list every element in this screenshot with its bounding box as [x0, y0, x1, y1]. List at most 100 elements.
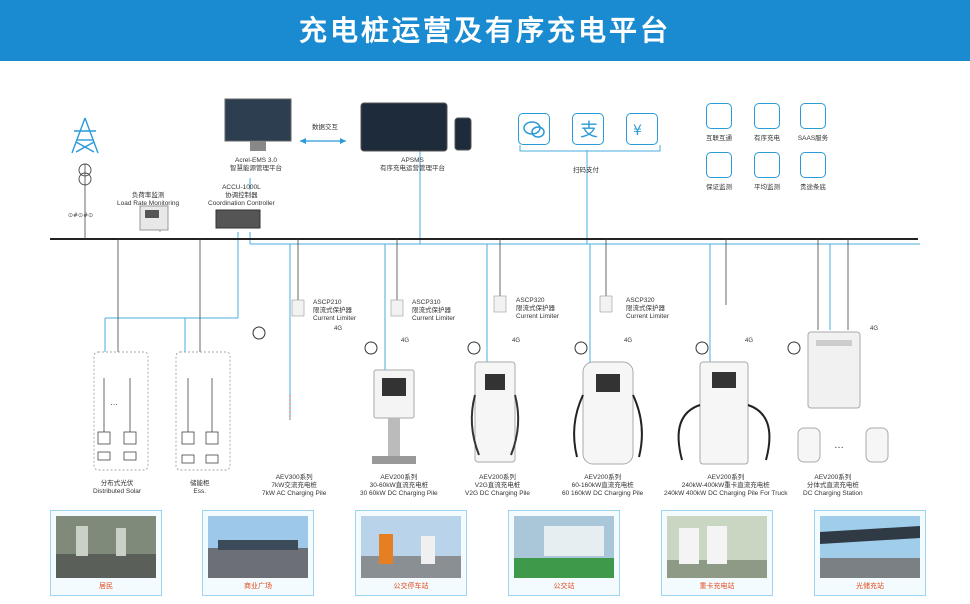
- signal-4g-6: 4G: [870, 326, 879, 332]
- feature-label-6: 贵途条底: [800, 184, 826, 191]
- limiter-3-cn: 限流式保护器: [516, 305, 555, 312]
- feature-label-1: 互联互通: [706, 135, 732, 142]
- device-solar-en: Distributed Solar: [93, 488, 142, 495]
- load-monitor-cn: 负荷率监测: [131, 192, 165, 199]
- guarantee-monitor-icon: [706, 152, 732, 178]
- device-truck-series: AEV200系列: [707, 474, 745, 481]
- svg-text:⊙#⊙#⊙: ⊙#⊙#⊙: [68, 212, 93, 219]
- device-split-en: DC Charging Station: [803, 490, 863, 497]
- page-title: 充电桩运营及有序充电平台: [298, 15, 671, 46]
- signal-4g-2: 4G: [401, 338, 410, 344]
- scene-caption-bus-station: 公交站: [553, 583, 575, 590]
- device-dc60-series: AEV200系列: [584, 474, 622, 481]
- limiter-4-label: ASCP320 限流式保护器 Current Limiter: [626, 297, 669, 321]
- svg-text:…: …: [110, 398, 118, 407]
- svg-text:支: 支: [580, 120, 598, 141]
- scene-photo-bus-parking: [361, 516, 461, 578]
- limiter-3-label: ASCP320 限流式保护器 Current Limiter: [516, 297, 559, 321]
- alipay-icon: 支: [572, 113, 604, 145]
- device-ess-cn: 储能柜: [190, 480, 210, 487]
- scene-card-solar-storage: 光储充站: [814, 510, 926, 596]
- device-label-v2g: AEV200系列 V2G直流充电桩 V2G DC Charging Pile: [465, 474, 530, 498]
- device-label-truck: AEV200系列 240kW-400kW重卡直流充电桩 240kW 400kW …: [664, 474, 788, 498]
- limiter-2-en: Current Limiter: [412, 315, 455, 322]
- device-truck-cn: 240kW-400kW重卡直流充电桩: [681, 482, 770, 489]
- svg-text:…: …: [834, 440, 844, 451]
- device-label-dc60: AEV200系列 60-160kW直流充电桩 60 160kW DC Charg…: [562, 474, 643, 498]
- limiter-2-cn: 限流式保护器: [412, 307, 451, 314]
- device-label-dc30: AEV200系列 30-60kW直流充电桩 30 60kW DC Chargin…: [360, 474, 438, 498]
- device-dc60-cn: 60-160kW直流充电桩: [571, 482, 634, 489]
- ems-desc: 智慧能源管理平台: [230, 165, 282, 172]
- feature-label-3: SAAS服务: [797, 135, 829, 142]
- device-label-ess: 储能柜 Ess.: [190, 480, 210, 496]
- ordered-charging-icon: [754, 103, 780, 129]
- scan-pay-label: 扫码支付: [573, 167, 599, 174]
- limiter-4-cn: 限流式保护器: [626, 305, 665, 312]
- data-exchange-label: 数据交互: [312, 124, 338, 131]
- device-split-cn: 分体式直流充电桩: [806, 482, 859, 489]
- feature-label-2: 有序充电: [754, 135, 780, 142]
- saas-icon: [800, 103, 826, 129]
- average-monitor-icon: [754, 152, 780, 178]
- limiter-4-model: ASCP320: [626, 297, 655, 304]
- device-label-ac7kw: AEV300系列 7kW交流充电桩 7kW AC Charging Pile: [262, 474, 326, 498]
- svg-text:¥: ¥: [633, 123, 642, 139]
- device-dc30-cn: 30-60kW直流充电桩: [369, 482, 429, 489]
- apsms-label: APSMS 有序充电运营管理平台: [380, 157, 445, 173]
- device-v2g-en: V2G DC Charging Pile: [465, 490, 531, 497]
- signal-4g-1: 4G: [334, 326, 343, 332]
- load-monitor-label: 负荷率监测 Load Rate Monitoring: [117, 192, 179, 208]
- ems-label: Acrel-EMS 3.0 智慧能源管理平台: [230, 157, 282, 173]
- device-split-series: AEV200系列: [814, 474, 852, 481]
- scene-card-bus-station: 公交站: [508, 510, 620, 596]
- device-ac7kw-series: AEV300系列: [275, 474, 313, 481]
- device-dc30-en: 30 60kW DC Charging Pile: [360, 490, 438, 497]
- device-truck-en: 240kW 400kW DC Charging Pile For Truck: [664, 490, 788, 497]
- scene-photo-bus-station: [514, 516, 614, 578]
- device-ac7kw-en: 7kW AC Charging Pile: [262, 490, 327, 497]
- route-icon: [800, 152, 826, 178]
- device-v2g-series: AEV200系列: [479, 474, 516, 481]
- device-ac7kw-cn: 7kW交流充电桩: [271, 482, 317, 489]
- apsms-name: APSMS: [401, 157, 424, 164]
- limiter-2-model: ASCP310: [412, 299, 441, 306]
- scene-card-plaza: 商业广场: [202, 510, 314, 596]
- limiter-2-label: ASCP310 限流式保护器 Current Limiter: [412, 299, 455, 323]
- device-solar-cn: 分布式光伏: [100, 480, 134, 487]
- scene-caption-truck-station: 重卡充电站: [699, 583, 735, 590]
- scene-photo-plaza: [208, 516, 308, 578]
- scene-card-bus-parking: 公交停车站: [355, 510, 467, 596]
- load-monitor-en: Load Rate Monitoring: [117, 200, 180, 207]
- signal-4g-3: 4G: [512, 338, 521, 344]
- device-dc30-series: AEV200系列: [380, 474, 418, 481]
- scene-caption-bus-parking: 公交停车站: [393, 583, 429, 590]
- wallet-icon: ¥: [626, 113, 658, 145]
- accu-model: ACCU-1000L: [222, 184, 261, 191]
- scene-caption-solar-storage: 光储充站: [856, 583, 884, 590]
- limiter-1-cn: 限流式保护器: [313, 307, 352, 314]
- device-label-split: AEV200系列 分体式直流充电桩 DC Charging Station: [803, 474, 863, 498]
- apsms-desc: 有序充电运营管理平台: [380, 165, 445, 172]
- limiter-1-label: ASCP210 限流式保护器 Current Limiter: [313, 299, 356, 323]
- device-label-solar: 分布式光伏 Distributed Solar: [93, 480, 141, 496]
- device-v2g-cn: V2G直流充电桩: [474, 482, 521, 489]
- scene-card-residential: 居民: [50, 510, 162, 596]
- limiter-1-en: Current Limiter: [313, 315, 356, 322]
- limiter-3-model: ASCP320: [516, 297, 545, 304]
- limiter-1-model: ASCP210: [313, 299, 342, 306]
- scene-photo-truck-station: [667, 516, 767, 578]
- feature-label-4: 保证监测: [706, 184, 732, 191]
- header-bar: [0, 0, 970, 61]
- wechat-icon: [518, 113, 550, 145]
- system-diagram: ⊙#⊙#⊙ …: [50, 98, 920, 471]
- scene-photo-solar-storage: [820, 516, 920, 578]
- signal-4g-4: 4G: [624, 338, 633, 344]
- limiter-3-en: Current Limiter: [516, 313, 559, 320]
- accu-en: Coordination Controller: [208, 200, 275, 207]
- scene-photo-residential: [56, 516, 156, 578]
- signal-4g-5: 4G: [745, 338, 754, 344]
- device-dc60-en: 60 160kW DC Charging Pile: [562, 490, 644, 497]
- device-ess-en: Ess.: [193, 488, 207, 495]
- ems-name: Acrel-EMS 3.0: [235, 157, 277, 164]
